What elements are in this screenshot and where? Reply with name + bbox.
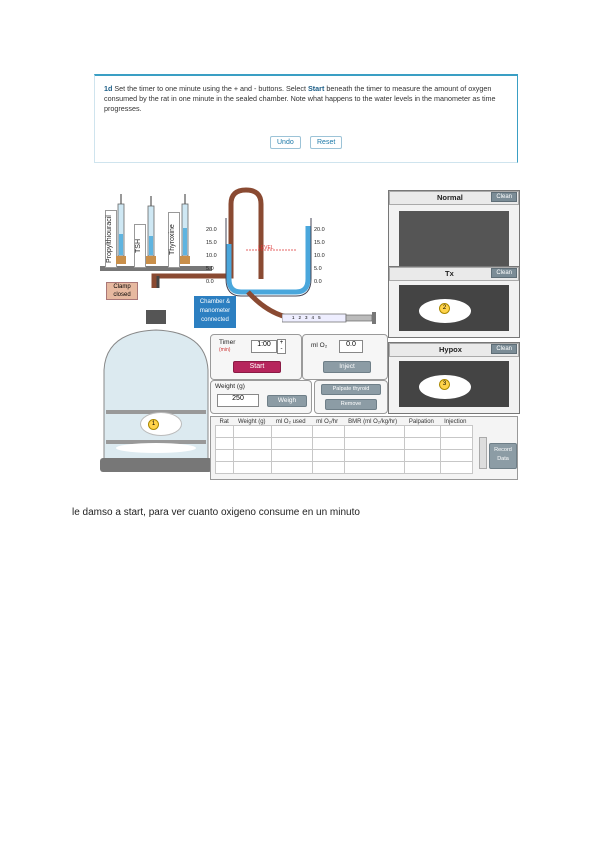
rat-2-badge: 2 — [439, 303, 450, 314]
rat-1[interactable] — [140, 412, 182, 436]
start-button[interactable]: Start — [233, 361, 281, 373]
chamber-normal-title: Normal — [437, 193, 463, 202]
instruction-panel — [94, 74, 518, 163]
remove-button[interactable]: Remove — [325, 399, 377, 410]
bell-jar[interactable] — [96, 310, 216, 480]
table-row — [214, 437, 474, 450]
record-data-button[interactable]: Record Data — [489, 443, 517, 469]
caption-text: le damso a start, para ver cuanto oxigen… — [72, 507, 360, 518]
weight-readout: 250 — [217, 394, 259, 407]
syringe-scale: 12345 — [292, 315, 325, 320]
palpate-thyroid-button[interactable]: Palpate thyroid — [321, 384, 381, 395]
weigh-button[interactable]: Weigh — [267, 395, 307, 407]
instruction-text: 1d Set the timer to one minute using the… — [104, 84, 496, 113]
chamber-normal[interactable]: Normal Clean — [388, 190, 520, 274]
oxygen-syringe[interactable] — [282, 310, 382, 326]
weight-panel: Weight (g) 250 Weigh — [210, 380, 312, 414]
level-label: LEVEL — [258, 245, 274, 251]
lab-simulation: Propylthiouracil TSH Thyroxine Clamp clo… — [96, 184, 520, 480]
timer-panel: Timer (min) 1:00 +- Start — [210, 334, 302, 380]
rat-1-badge: 1 — [148, 419, 159, 430]
rat-actions-panel: Palpate thyroid Remove — [314, 380, 388, 414]
step-number: 1d — [104, 84, 113, 93]
oxygen-readout: 0.0 — [339, 340, 363, 353]
table-row — [214, 449, 474, 462]
timer-readout: 1:00 — [251, 340, 277, 353]
table-row — [214, 461, 474, 474]
manometer-graphic — [151, 187, 312, 321]
syringes-graphic[interactable] — [96, 184, 226, 274]
chamber-tx[interactable]: Tx Clean 2 — [388, 266, 520, 338]
inject-button[interactable]: Inject — [323, 361, 371, 373]
chamber-hypox-title: Hypox — [439, 345, 462, 354]
timer-stepper[interactable]: +- — [277, 339, 286, 354]
reset-button[interactable]: Reset — [310, 136, 343, 149]
chamber-tx-title: Tx — [445, 269, 454, 278]
syringe-shelf — [100, 266, 212, 271]
rat-3-badge: 3 — [439, 379, 450, 390]
chamber-normal-clean-button[interactable]: Clean — [491, 192, 517, 202]
oxygen-panel: ml O₂ 0.0 Inject — [302, 334, 388, 380]
chamber-status-badge: Chamber & manometer connected — [194, 296, 236, 328]
table-scrollbar[interactable] — [479, 437, 487, 469]
chamber-tx-clean-button[interactable]: Clean — [491, 268, 517, 278]
undo-button[interactable]: Undo — [270, 136, 301, 149]
chamber-hypox-clean-button[interactable]: Clean — [491, 344, 517, 354]
clamp-label[interactable]: Clamp closed — [106, 282, 138, 300]
table-row — [214, 425, 474, 438]
chamber-hypox[interactable]: Hypox Clean 3 — [388, 342, 520, 414]
